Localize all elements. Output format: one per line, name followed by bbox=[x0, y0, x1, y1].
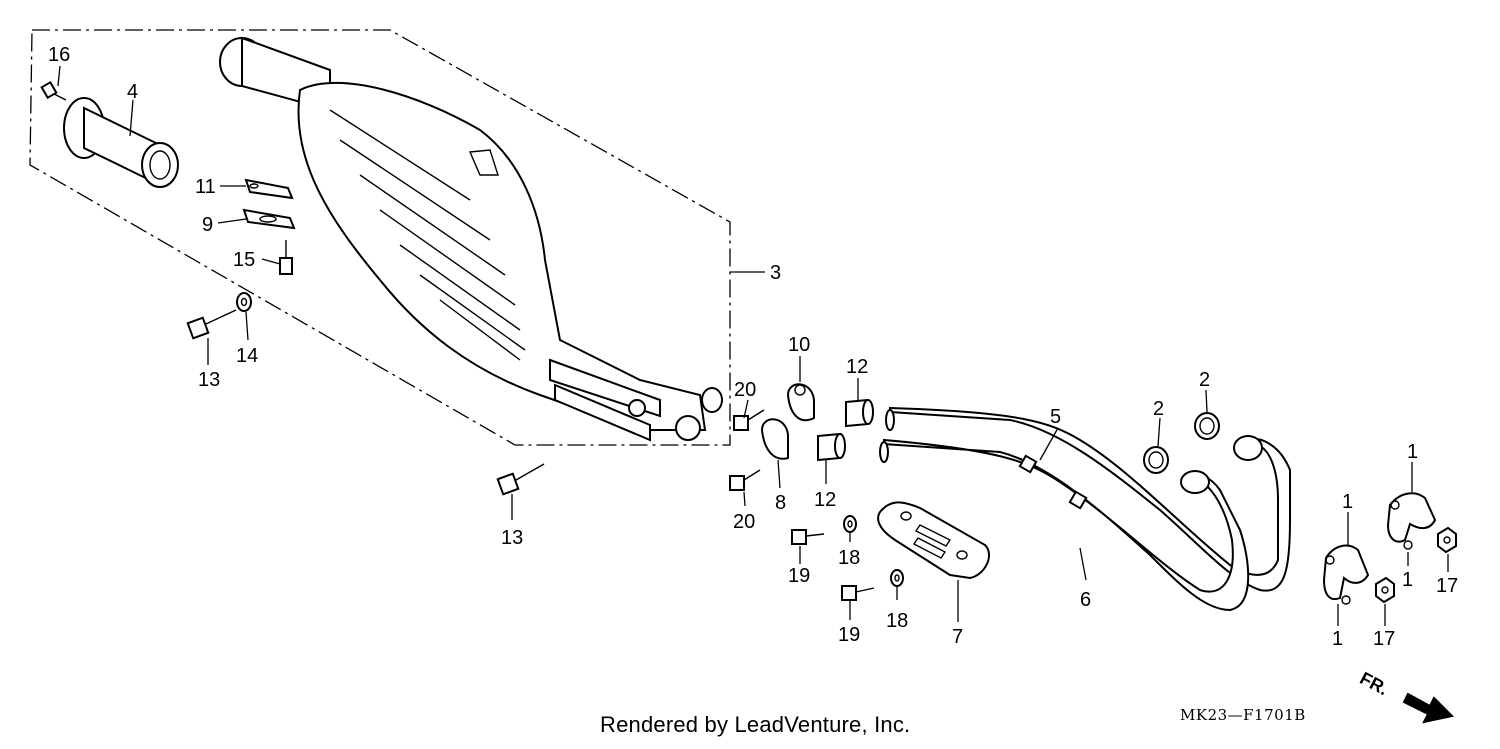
part-16-screw bbox=[40, 80, 67, 101]
callout-1-top: 1 bbox=[1407, 441, 1418, 463]
callout-10: 10 bbox=[788, 334, 810, 356]
callout-2-left: 2 bbox=[1153, 398, 1164, 420]
callout-14: 14 bbox=[236, 345, 258, 367]
part-20-bolt-upper bbox=[733, 409, 765, 431]
callout-15: 15 bbox=[233, 249, 255, 271]
part-14-washer bbox=[236, 292, 252, 312]
callout-16: 16 bbox=[48, 44, 70, 66]
part-5-exhaust-pipe bbox=[885, 406, 1291, 592]
muffler-group-outline bbox=[29, 29, 731, 446]
callout-8: 8 bbox=[775, 492, 786, 514]
part-2-gasket-left bbox=[1143, 446, 1169, 474]
callout-7: 7 bbox=[952, 626, 963, 648]
part-9-gasket bbox=[242, 208, 296, 230]
part-13-bolt-upper bbox=[186, 309, 237, 340]
callout-11: 11 bbox=[195, 176, 216, 198]
part-20-bolt-lower bbox=[729, 469, 761, 491]
part-15-bolt bbox=[279, 240, 293, 275]
callout-leaders bbox=[57, 65, 1449, 626]
callout-6: 6 bbox=[1080, 589, 1091, 611]
part-10-clamp bbox=[786, 383, 815, 422]
callout-17-right: 17 bbox=[1436, 575, 1458, 597]
callout-17-left: 17 bbox=[1373, 628, 1395, 650]
callout-1-mid: 1 bbox=[1342, 491, 1353, 513]
part-17-nut-left bbox=[1375, 576, 1395, 604]
part-13-bolt-lower bbox=[496, 463, 545, 496]
drawing-code: MK23—F1701B bbox=[1180, 706, 1306, 724]
callout-20-upper: 20 bbox=[734, 379, 756, 401]
part-3-muffler bbox=[219, 36, 723, 442]
part-18-washer-upper bbox=[843, 515, 857, 533]
callout-18-upper: 18 bbox=[838, 547, 860, 569]
callout-20-lower: 20 bbox=[733, 511, 755, 533]
callout-labels: 16 4 11 9 15 3 13 14 13 10 12 20 8 12 20… bbox=[48, 44, 1458, 650]
callout-9: 9 bbox=[202, 214, 213, 236]
callout-13-upper: 13 bbox=[198, 369, 220, 391]
callout-19-upper: 19 bbox=[788, 565, 810, 587]
callout-19-lower: 19 bbox=[838, 624, 860, 646]
callout-2-right: 2 bbox=[1199, 369, 1210, 391]
part-2-gasket-right bbox=[1194, 412, 1220, 440]
part-17-nut-right bbox=[1437, 526, 1457, 554]
part-8-clamp bbox=[760, 418, 789, 460]
part-1-flange-right bbox=[1386, 492, 1437, 550]
part-1-flange-left bbox=[1322, 544, 1370, 605]
callout-1-right: 1 bbox=[1402, 569, 1413, 591]
callout-5: 5 bbox=[1050, 406, 1061, 428]
callout-12-upper: 12 bbox=[846, 356, 868, 378]
part-18-washer-lower bbox=[890, 569, 904, 587]
callout-1-bottom: 1 bbox=[1332, 628, 1343, 650]
callout-3: 3 bbox=[770, 262, 781, 284]
part-19-bolt-upper bbox=[791, 529, 825, 545]
part-11-plate bbox=[244, 178, 294, 200]
part-12-collar-lower bbox=[817, 432, 846, 462]
callout-4: 4 bbox=[127, 81, 138, 103]
part-4-inner-pipe bbox=[63, 97, 179, 188]
part-6-exhaust-pipe bbox=[879, 438, 1250, 612]
render-credit: Rendered by LeadVenture, Inc. bbox=[600, 712, 911, 737]
callout-18-lower: 18 bbox=[886, 610, 908, 632]
part-7-heat-shield bbox=[877, 501, 990, 580]
front-direction-arrow-icon bbox=[1402, 692, 1455, 724]
part-19-bolt-lower bbox=[841, 585, 875, 601]
callout-12-lower: 12 bbox=[814, 489, 836, 511]
part-12-collar-upper bbox=[845, 398, 874, 428]
callout-13-lower: 13 bbox=[501, 527, 523, 549]
